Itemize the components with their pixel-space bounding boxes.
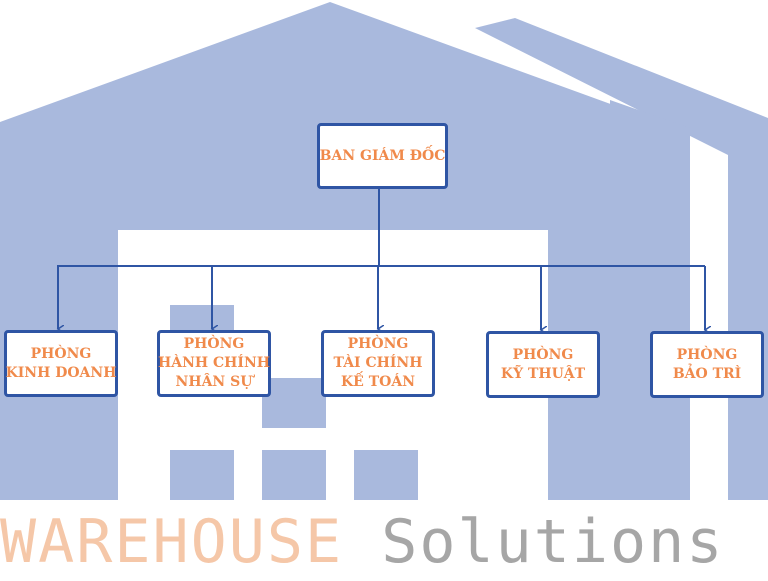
dept-3-label-line-3: KẾ TOÁN (341, 374, 415, 390)
dept-4-label-line-1: PHÒNG (512, 346, 574, 363)
dept-2-label-line-1: PHÒNG (183, 336, 245, 352)
dept-box-3: PHÒNG TÀI CHÍNH KẾ TOÁN (321, 330, 435, 397)
top-label-line-1: BAN GIÁM ĐỐC (319, 147, 446, 164)
dept-1-label-line-2: KINH DOANH (5, 364, 117, 381)
dept-3-label-line-2: TÀI CHÍNH (333, 355, 423, 371)
top-management-box: BAN GIÁM ĐỐC (317, 123, 448, 189)
window-block (262, 378, 326, 428)
window-block (354, 450, 418, 500)
logo-word-solutions: Solutions (381, 508, 725, 576)
dept-1-label-line-1: PHÒNG (30, 345, 92, 362)
dept-2-label-line-2: HÀNH CHÍNH (158, 355, 270, 371)
building-main-shape (0, 2, 660, 500)
dept-4-label-line-2: KỸ THUẬT (500, 365, 586, 382)
dept-box-5: PHÒNG BẢO TRÌ (650, 331, 764, 398)
dept-5-label-line-1: PHÒNG (676, 346, 738, 363)
logo-word-warehouse: WAREHOUSE (0, 508, 344, 576)
building-side-shape (610, 100, 690, 500)
window-block (170, 450, 234, 500)
dept-3-label-line-1: PHÒNG (347, 336, 409, 352)
dept-box-2: PHÒNG HÀNH CHÍNH NHÂN SỰ (157, 330, 271, 397)
window-block (262, 450, 326, 500)
dept-2-label-line-3: NHÂN SỰ (175, 374, 253, 390)
dept-box-4: PHÒNG KỸ THUẬT (486, 331, 600, 398)
warehouse-solutions-logo: WAREHOUSE Solutions (0, 508, 768, 576)
dept-box-1: PHÒNG KINH DOANH (4, 330, 118, 397)
building-wing-shape (475, 18, 768, 500)
dept-5-label-line-2: BẢO TRÌ (672, 365, 742, 382)
